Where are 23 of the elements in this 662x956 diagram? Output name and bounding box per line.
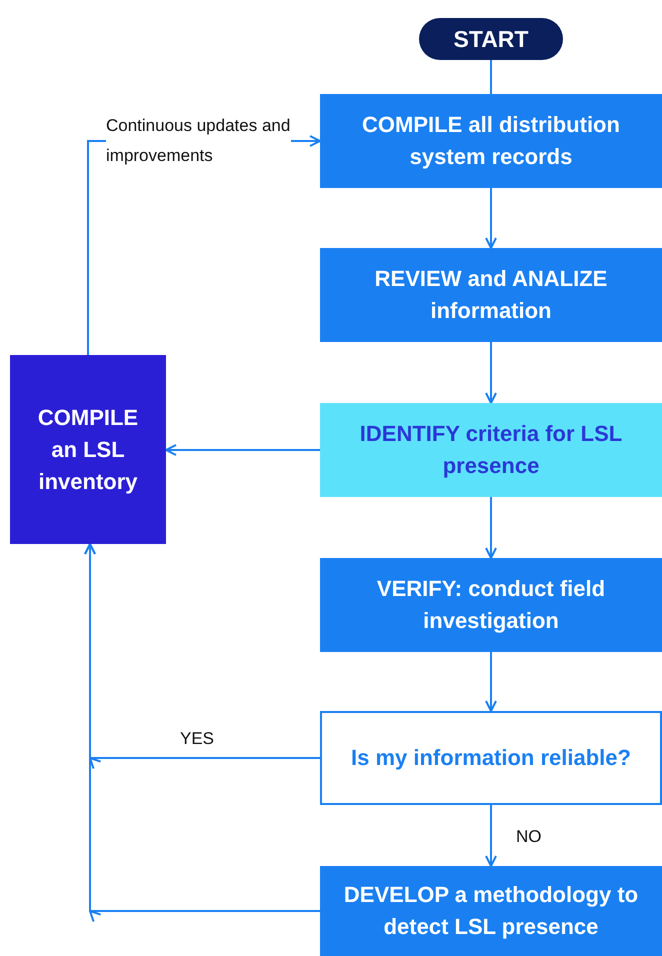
- process-box: [320, 558, 662, 652]
- arrow: [485, 188, 497, 249]
- node-label: COMPILE all distribution system records: [361, 111, 621, 171]
- arrow: [485, 342, 497, 404]
- node-label: COMPILE an LSL inventory: [36, 404, 140, 496]
- arrow: [84, 544, 320, 922]
- result-box: [10, 355, 166, 544]
- node-label: Is my information reliable?: [351, 744, 631, 772]
- process-box: [320, 248, 662, 342]
- node-label: START: [454, 25, 528, 54]
- process-box: [320, 403, 662, 497]
- node-label: VERIFY: conduct field investigation: [376, 575, 606, 635]
- process-box: [320, 866, 662, 956]
- arrow: [485, 805, 497, 867]
- process-box: [320, 94, 662, 188]
- arrow: [485, 497, 497, 559]
- decision-box: [320, 711, 662, 805]
- node-label: REVIEW and ANALIZE information: [374, 265, 608, 325]
- node-label: IDENTIFY criteria for LSL presence: [358, 420, 624, 480]
- node-label: DEVELOP a methodology to detect LSL presence: [342, 881, 640, 941]
- arrow: [165, 444, 320, 456]
- arrow: [485, 652, 497, 712]
- start-terminal: [419, 18, 563, 60]
